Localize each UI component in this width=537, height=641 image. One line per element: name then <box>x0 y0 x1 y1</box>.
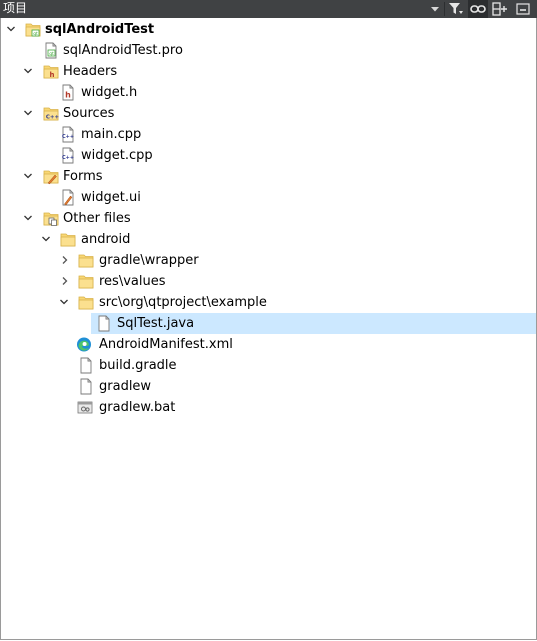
other-files-folder-icon <box>43 210 59 226</box>
project-label: sqlAndroidTest <box>45 22 155 37</box>
gradlew-label: gradlew <box>99 379 152 394</box>
ui-file-icon <box>60 189 76 206</box>
tree-item-other-files[interactable]: Other files <box>1 208 536 229</box>
tree-item-headers[interactable]: h Headers <box>1 61 536 82</box>
gradle-wrapper-label: gradle\wrapper <box>99 253 199 268</box>
gradlew-bat-label: gradlew.bat <box>99 400 176 415</box>
forms-folder-icon <box>43 168 59 185</box>
tree-item-sqltest-java[interactable]: SqlTest.java <box>91 313 536 334</box>
svg-text:C++: C++ <box>46 115 59 121</box>
svg-text:C++: C++ <box>62 134 74 140</box>
folder-icon <box>60 231 76 248</box>
chevron-down-icon[interactable] <box>59 297 69 307</box>
link-icon[interactable] <box>468 0 488 18</box>
widget-h-label: widget.h <box>81 85 138 100</box>
build-gradle-label: build.gradle <box>99 358 177 373</box>
folder-icon <box>78 273 94 290</box>
sources-label: Sources <box>63 106 115 121</box>
file-icon <box>78 378 94 395</box>
widget-cpp-label: widget.cpp <box>81 148 153 163</box>
cpp-file-icon: C++ <box>62 147 74 164</box>
widget-ui-label: widget.ui <box>81 190 141 205</box>
tree-item-android[interactable]: android <box>1 229 536 250</box>
sqltest-java-label: SqlTest.java <box>117 316 195 331</box>
tree-item-widget-ui[interactable]: widget.ui <box>1 187 536 208</box>
batch-file-icon <box>77 401 93 414</box>
tree-item-gradlew-bat[interactable]: gradlew.bat <box>1 397 536 418</box>
toolbar-separator <box>444 2 445 16</box>
project-tree: qt sqlAndroidTest qt sqlAndroidTest.pro … <box>0 18 537 640</box>
chevron-down-icon[interactable] <box>23 108 33 118</box>
tree-item-widget-h[interactable]: h widget.h <box>1 82 536 103</box>
manifest-label: AndroidManifest.xml <box>99 337 233 352</box>
edge-icon <box>77 337 91 352</box>
tree-item-forms[interactable]: Forms <box>1 166 536 187</box>
cpp-file-icon: C++ <box>62 126 74 143</box>
filter-icon[interactable] <box>446 0 466 18</box>
header-file-icon: h <box>60 84 76 101</box>
svg-text:C++: C++ <box>62 155 74 161</box>
tree-item-manifest[interactable]: AndroidManifest.xml <box>1 334 536 355</box>
tree-item-src-path[interactable]: src\org\qtproject\example <box>1 292 536 313</box>
tree-item-gradlew[interactable]: gradlew <box>1 376 536 397</box>
close-panel-icon[interactable] <box>513 0 533 18</box>
chevron-right-icon[interactable] <box>60 276 70 286</box>
file-icon <box>96 315 112 332</box>
forms-label: Forms <box>63 169 103 184</box>
svg-text:qt: qt <box>49 51 54 57</box>
main-cpp-label: main.cpp <box>81 127 142 142</box>
panel-title: 项目 <box>3 1 28 15</box>
sources-folder-icon: C++ <box>43 105 59 121</box>
chevron-down-icon[interactable] <box>23 213 33 223</box>
tree-item-project[interactable]: qt sqlAndroidTest <box>1 19 536 40</box>
pro-file-icon: qt <box>43 42 59 59</box>
panel-titlebar: 项目 <box>0 0 537 18</box>
tree-item-widget-cpp[interactable]: C++ widget.cpp <box>1 145 536 166</box>
svg-text:h: h <box>50 71 55 79</box>
tree-item-gradle-wrapper[interactable]: gradle\wrapper <box>1 250 536 271</box>
tree-item-sources[interactable]: C++ Sources <box>1 103 536 124</box>
other-files-label: Other files <box>63 211 131 226</box>
chevron-down-icon[interactable] <box>23 171 33 181</box>
chevron-right-icon[interactable] <box>60 255 70 265</box>
folder-icon <box>78 252 94 269</box>
svg-text:h: h <box>65 91 71 100</box>
headers-label: Headers <box>63 64 118 79</box>
headers-folder-icon: h <box>43 63 59 79</box>
chevron-down-icon[interactable] <box>23 66 33 76</box>
project-folder-icon: qt <box>25 21 41 37</box>
dropdown-icon[interactable] <box>425 0 445 18</box>
svg-text:qt: qt <box>33 31 38 37</box>
tree-item-res-values[interactable]: res\values <box>1 271 536 292</box>
src-path-label: src\org\qtproject\example <box>99 295 267 310</box>
chevron-down-icon[interactable] <box>6 24 16 34</box>
chevron-down-icon[interactable] <box>41 234 51 244</box>
folder-icon <box>78 294 94 311</box>
tree-item-pro-file[interactable]: qt sqlAndroidTest.pro <box>1 40 536 61</box>
tree-item-main-cpp[interactable]: C++ main.cpp <box>1 124 536 145</box>
android-label: android <box>81 232 131 247</box>
tree-item-build-gradle[interactable]: build.gradle <box>1 355 536 376</box>
split-icon[interactable] <box>490 0 510 18</box>
file-icon <box>78 357 94 374</box>
res-values-label: res\values <box>99 274 166 289</box>
pro-file-label: sqlAndroidTest.pro <box>63 43 183 58</box>
